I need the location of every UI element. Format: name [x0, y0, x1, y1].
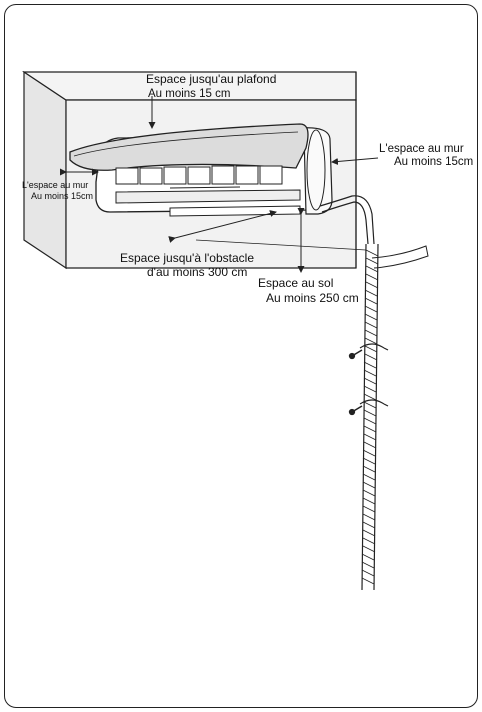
floor-space-value: Au moins 250 cm [266, 291, 359, 305]
indoor-unit [69, 123, 333, 217]
page-frame [4, 4, 478, 708]
right-wall-value: Au moins 15cm [394, 156, 474, 168]
screw-icon [348, 349, 363, 416]
left-wall-title: L'espace au mur [22, 180, 89, 190]
floor-space-title: Espace au sol [258, 276, 334, 290]
obstacle-space-value: d'au moins 300 cm [147, 265, 248, 279]
obstacle-space-title: Espace jusqu'à l'obstacle [120, 251, 254, 265]
piping [319, 195, 429, 591]
ceiling-space-title: Espace jusqu'au plafond [146, 72, 277, 86]
right-wall-title: L'espace au mur [379, 143, 464, 155]
ceiling-space-value: Au moins 15 cm [148, 88, 231, 100]
left-wall-value: Au moins 15cm [31, 191, 94, 201]
dimension-arrows [60, 96, 379, 273]
